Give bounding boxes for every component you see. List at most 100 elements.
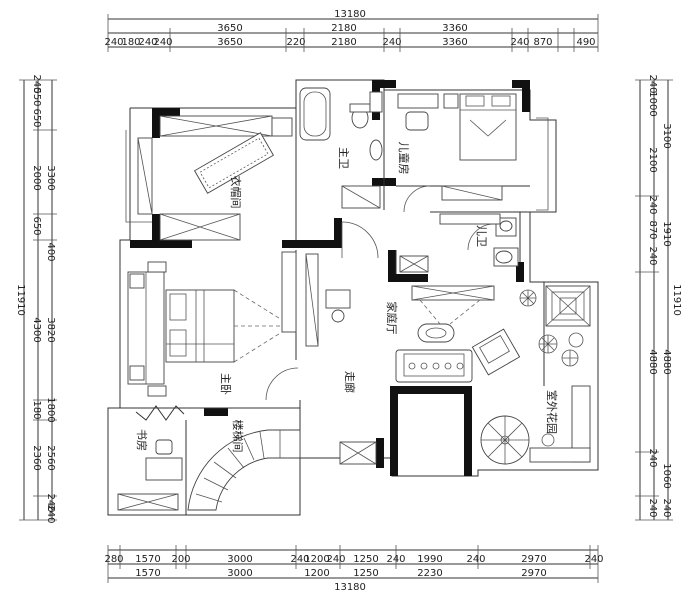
right-dim-label: 2100 (647, 147, 658, 172)
bottom-dim-label: 3000 (227, 554, 252, 565)
zigzag-wall (135, 405, 185, 421)
left-dimension-lines (19, 79, 57, 521)
garden-pergola (545, 285, 591, 327)
right-dim-label: 240 (661, 498, 672, 517)
bottom-dim-label: 1250 (353, 554, 378, 565)
right-dim-label: 240 (647, 195, 658, 214)
family-hall-sofa (395, 349, 473, 383)
right-dim-label: 870 (647, 220, 658, 239)
left-dim-label: 2360 (31, 445, 42, 470)
spiral-stair (480, 415, 530, 465)
right-dim-label: 4880 (661, 349, 672, 374)
bottom-overall-dim: 13180 (334, 582, 366, 593)
top-dim-label: 2180 (331, 37, 356, 48)
room-label-family-hall: 家庭厅 (385, 302, 399, 335)
room-label-master-bed: 主卧 (219, 373, 232, 395)
bottom-dim-label: 1200 (304, 554, 329, 565)
right-dim-label: 240 (647, 74, 658, 93)
bottom-dim-label: 1570 (135, 554, 160, 565)
bottom-dim-label: 280 (104, 554, 123, 565)
bottom-dim-label: 2970 (521, 568, 546, 579)
top-dim-label: 240 (104, 37, 123, 48)
cloakroom-wardrobe-left (137, 137, 153, 215)
family-hall-cabinet (411, 285, 495, 325)
room-label-stair-room: 楼梯间 (231, 420, 245, 453)
bottom-dim-label: 1200 (304, 568, 329, 579)
left-dim-label: 180 (31, 400, 42, 419)
top-dim-labels: 3650 2180 3360 240 180 240 240 3650 220 … (104, 23, 595, 48)
top-dim-label: 3650 (217, 37, 242, 48)
right-dim-label: 3100 (661, 123, 672, 148)
master-bath-fixtures (341, 91, 383, 209)
top-dim-label: 240 (138, 37, 157, 48)
garden-plants (519, 289, 584, 367)
left-dim-label: 240 (45, 493, 56, 512)
right-dimension-lines (635, 79, 673, 521)
room-label-child-bath: 儿卫 (475, 225, 488, 247)
left-dim-label: 240 (45, 504, 56, 523)
top-dim-label: 2180 (331, 23, 356, 34)
bottom-dim-label: 3000 (227, 568, 252, 579)
left-dim-label: 650 (31, 108, 42, 127)
cloakroom-wardrobe-bottom (159, 213, 241, 241)
top-dim-label: 240 (153, 37, 172, 48)
bottom-dim-label: 2970 (521, 554, 546, 565)
cloakroom-wardrobe-top (159, 115, 293, 137)
bottom-dim-label: 1990 (417, 554, 442, 565)
bottom-dim-label: 1570 (135, 568, 160, 579)
bottom-dim-label: 240 (326, 554, 345, 565)
top-dim-label: 3360 (442, 37, 467, 48)
child-bath-fixtures (399, 213, 519, 273)
bottom-dim-label: 200 (171, 554, 190, 565)
left-dim-label: 4300 (31, 317, 42, 342)
bottom-dim-label: 240 (584, 554, 603, 565)
child-room-furniture (397, 93, 503, 201)
master-bed-dashed-guides (233, 289, 283, 363)
right-dim-label: 1910 (661, 221, 672, 246)
bottom-dim-label: 240 (466, 554, 485, 565)
room-label-corridor: 走廊 (343, 371, 357, 393)
top-dim-label: 240 (382, 37, 401, 48)
right-dim-label: 240 (647, 498, 658, 517)
left-dim-label: 2560 (45, 445, 56, 470)
right-overall-dim: 11910 (671, 284, 682, 316)
left-dim-labels: 240 550 650 2000 650 4300 180 2360 3300 … (31, 74, 56, 523)
corridor-cabinets (305, 253, 351, 347)
right-dim-label: 240 (647, 246, 658, 265)
bottom-dim-label: 2230 (417, 568, 442, 579)
room-label-study: 书房 (135, 429, 148, 451)
left-dim-label: 3300 (45, 165, 56, 190)
family-hall-armchair (471, 328, 521, 376)
right-dim-labels: 3100 1910 4880 1060 240 240 1000 2100 24… (647, 74, 672, 517)
top-dim-label: 490 (576, 37, 595, 48)
left-dim-label: 550 (31, 87, 42, 106)
right-dim-label: 1060 (661, 463, 672, 488)
garden-planter (529, 385, 591, 463)
left-dim-label: 650 (31, 216, 42, 235)
top-dimension-lines (107, 14, 599, 52)
right-dim-label: 4880 (647, 349, 658, 374)
corridor-bottom-cabinet (339, 441, 377, 465)
bottom-dim-label: 1250 (353, 568, 378, 579)
left-dim-label: 400 (45, 242, 56, 261)
top-dim-label: 3650 (217, 23, 242, 34)
left-dim-label: 2000 (31, 165, 42, 190)
chaise-lounge (193, 132, 275, 194)
room-label-master-bath: 主卫 (337, 147, 350, 169)
top-overall-dim: 13180 (334, 9, 366, 20)
right-dim-label: 1000 (647, 91, 658, 116)
child-bed (459, 93, 517, 161)
study-furniture (117, 439, 183, 511)
master-bed-nightstands-and-cabinets (127, 251, 297, 397)
room-label-outdoor-garden: 室外花园 (545, 390, 559, 434)
bottom-dim-label: 240 (386, 554, 405, 565)
bottom-dim-label: 240 (290, 554, 309, 565)
bathtub (299, 87, 331, 141)
top-dim-label: 3360 (442, 23, 467, 34)
left-overall-dim: 11910 (15, 284, 26, 316)
family-hall-coffee-table (417, 323, 455, 343)
left-dim-label: 240 (31, 74, 42, 93)
top-dim-label: 870 (533, 37, 552, 48)
top-dim-label: 180 (121, 37, 140, 48)
